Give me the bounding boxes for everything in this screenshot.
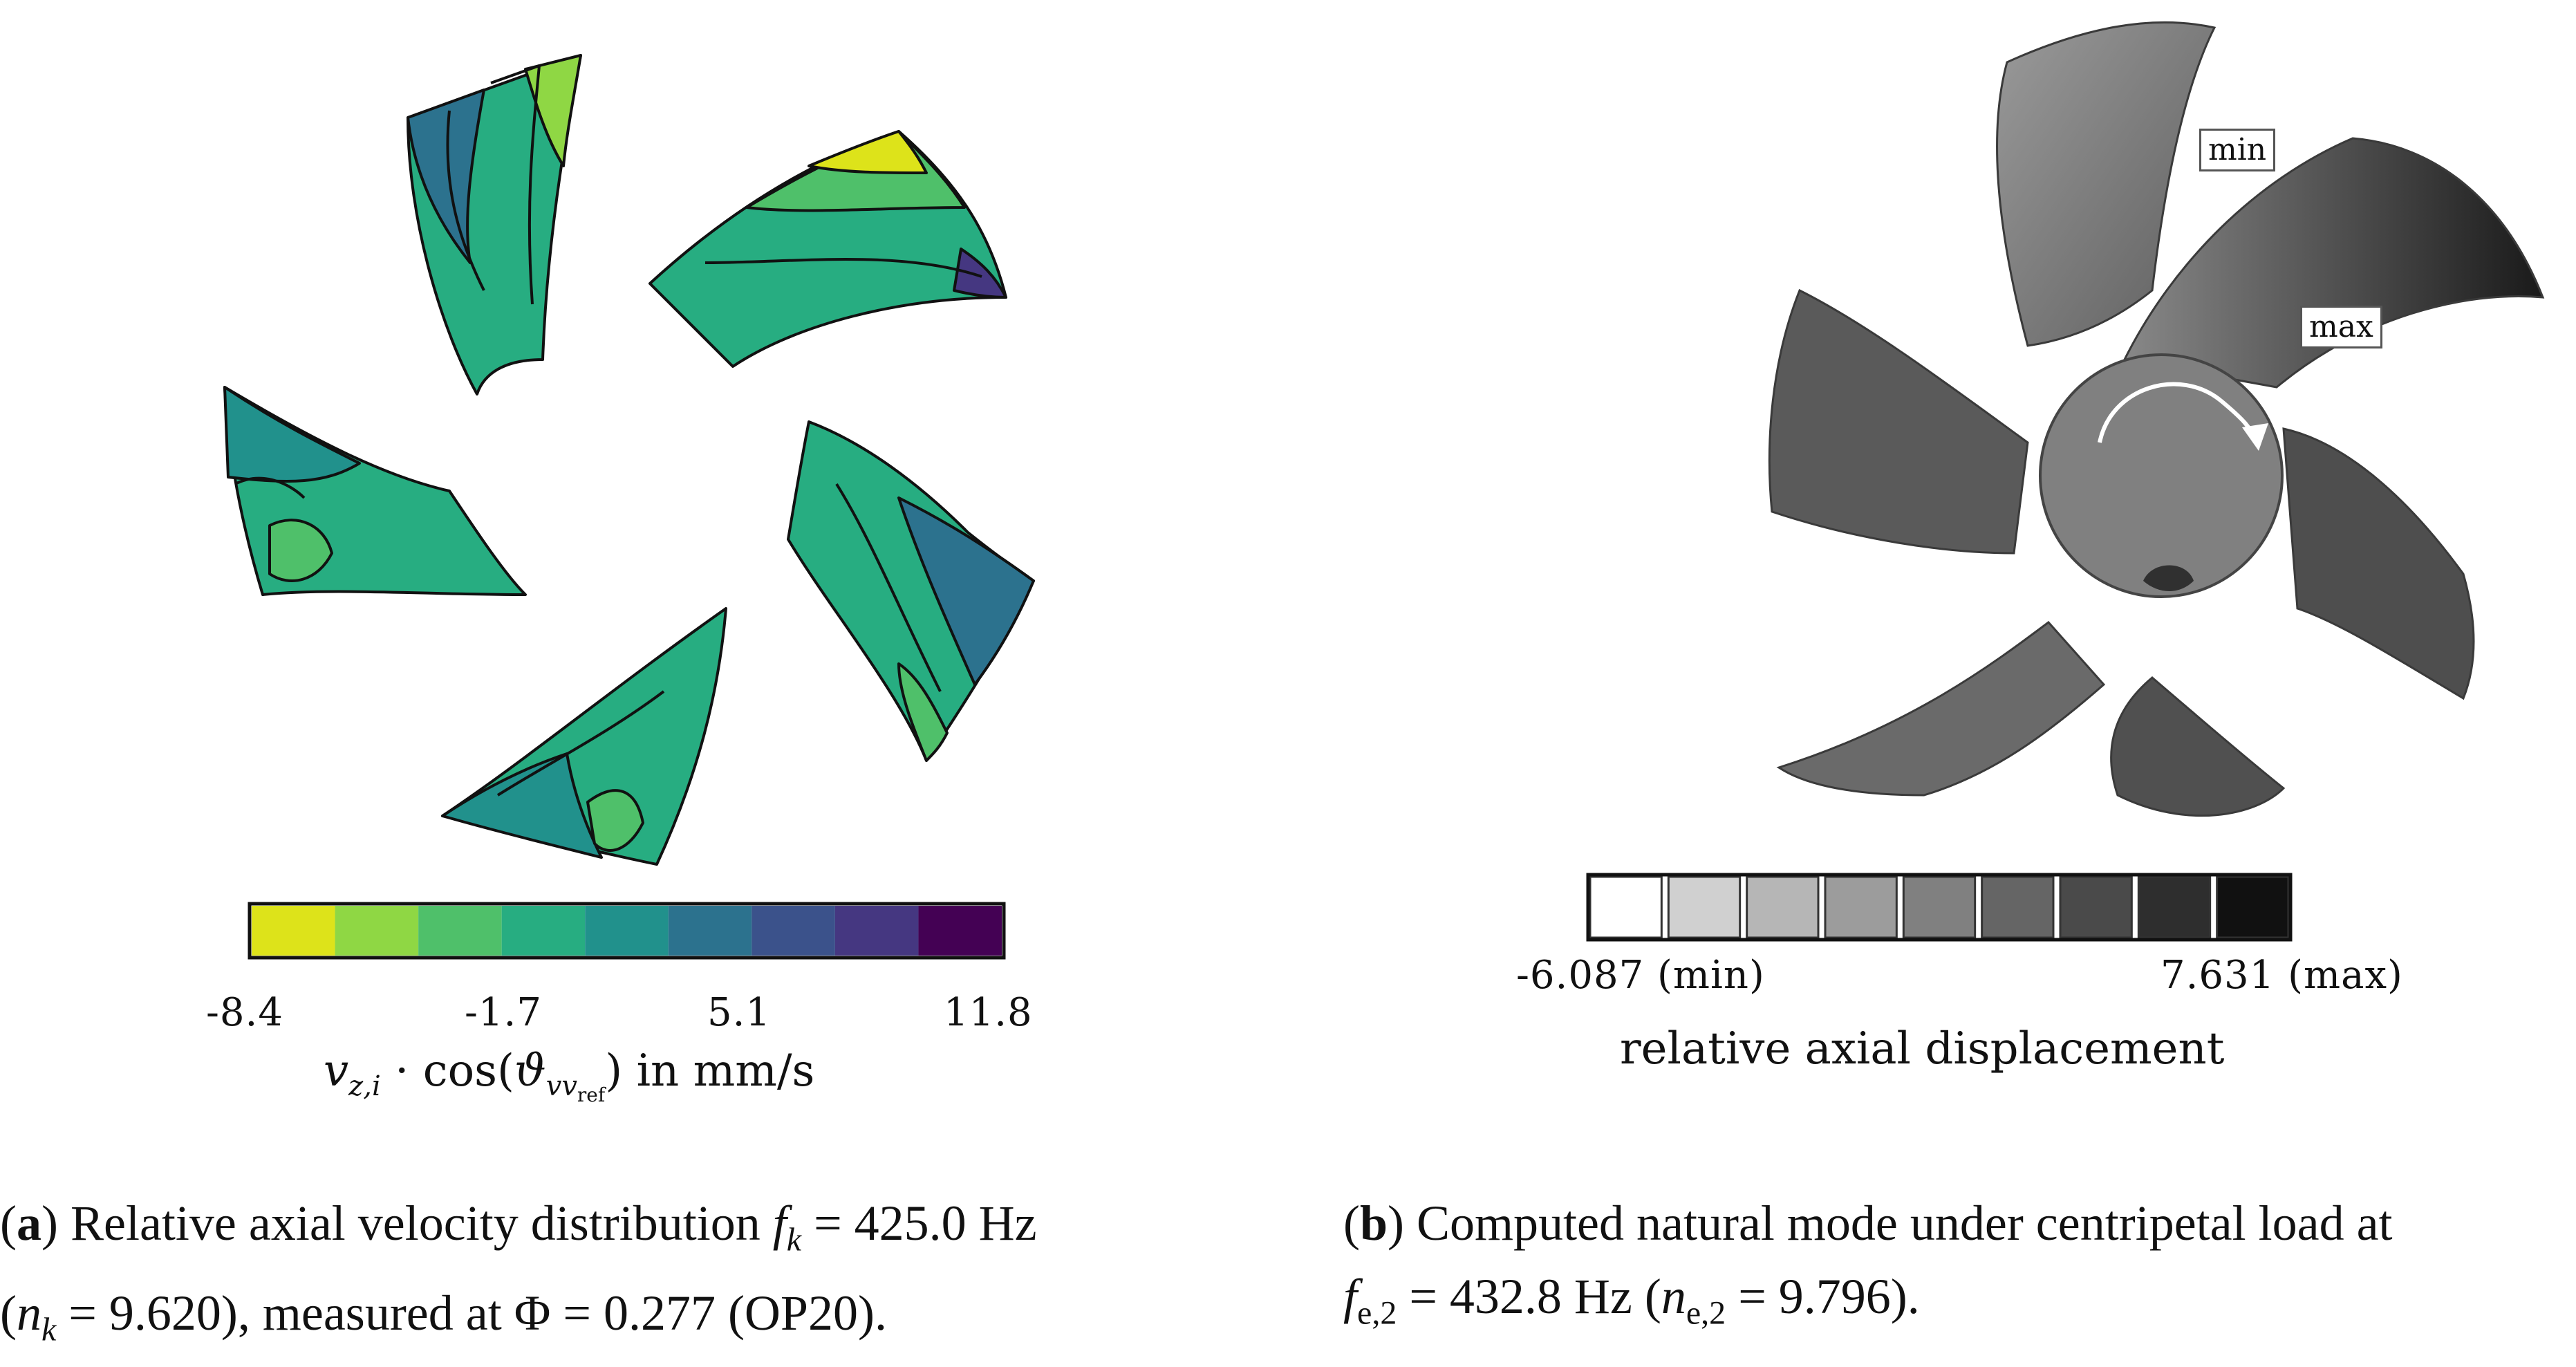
caption-b: (b) Computed natural mode under centripe… xyxy=(1343,1187,2393,1350)
velocity-contour-plot xyxy=(223,54,1035,960)
cb-a-segment-8 xyxy=(918,906,1002,956)
fan-blade-4 xyxy=(2110,676,2286,817)
cb-b-segment-4 xyxy=(1902,875,1977,939)
caption-a-line-2: (nk = 9.620), measured at Φ = 0.277 (OP2… xyxy=(0,1285,887,1348)
cb-b-segment-6 xyxy=(2059,875,2133,939)
cb-a-segment-7 xyxy=(834,906,919,956)
fan-blade-2 xyxy=(2122,137,2545,389)
fan-blade-1 xyxy=(1996,21,2216,347)
cb-a-segment-6 xyxy=(752,906,835,956)
colorbar-b-title: relative axial displacement xyxy=(1620,1023,2225,1075)
colorbar-a-tick-2: 5.1 xyxy=(707,990,772,1035)
callout-min-label: min xyxy=(2199,129,2276,171)
figure-panel-b: min max -6.087 (min) 7.631 (max) relativ… xyxy=(1288,0,2576,1337)
colorbar-a xyxy=(248,902,1006,960)
fan-hub xyxy=(2039,353,2284,598)
colorbar-b xyxy=(1586,873,2293,942)
rotation-arrow-icon xyxy=(2098,382,2268,451)
cb-b-segment-8 xyxy=(2216,875,2290,939)
cb-a-segment-2 xyxy=(418,906,502,956)
colorbar-a-tick-3: 11.8 xyxy=(944,990,1033,1035)
cb-a-segment-4 xyxy=(585,906,669,956)
cb-b-segment-7 xyxy=(2137,875,2212,939)
callout-max-label: max xyxy=(2300,306,2382,348)
colorbar-b-min-label: -6.087 (min) xyxy=(1516,953,1765,998)
cb-a-segment-5 xyxy=(668,906,752,956)
cb-b-segment-5 xyxy=(1981,875,2055,939)
mode-shape-render xyxy=(1586,21,2545,942)
figure-panel-a: -8.4 -1.7 5.1 11.8 vz,i · cos(ϑvvref) in… xyxy=(0,0,1288,1348)
colorbar-a-tick-0: -8.4 xyxy=(206,990,283,1035)
colorbar-b-max-label: 7.631 (max) xyxy=(2160,953,2403,998)
cb-b-segment-0 xyxy=(1589,875,1663,939)
fan-blade-5 xyxy=(1776,620,2106,797)
colorbar-a-tick-1: -1.7 xyxy=(465,990,542,1035)
caption-b-line-2: fe,2 = 432.8 Hz (ne,2 = 9.796). xyxy=(1343,1269,1920,1332)
caption-a-line-1: (a) Relative axial velocity distribution… xyxy=(0,1196,1037,1258)
cb-a-frame xyxy=(248,902,1006,960)
caption-b-line-1: (b) Computed natural mode under centripe… xyxy=(1343,1196,2393,1251)
cb-b-segment-1 xyxy=(1667,875,1742,939)
colorbar-a-title: vz,i · cos(ϑvvref) in mm/s xyxy=(324,1045,815,1106)
cb-b-segment-2 xyxy=(1746,875,1820,939)
cb-b-frame xyxy=(1586,873,2293,942)
cb-a-segment-1 xyxy=(335,906,419,956)
cb-b-segment-3 xyxy=(1824,875,1898,939)
cb-a-segment-3 xyxy=(501,906,586,956)
fan-blade-6 xyxy=(1768,288,2029,555)
cb-a-segment-0 xyxy=(252,906,335,956)
caption-a: (a) Relative axial velocity distribution… xyxy=(0,1187,1037,1367)
fan-blade-3 xyxy=(2282,427,2475,700)
